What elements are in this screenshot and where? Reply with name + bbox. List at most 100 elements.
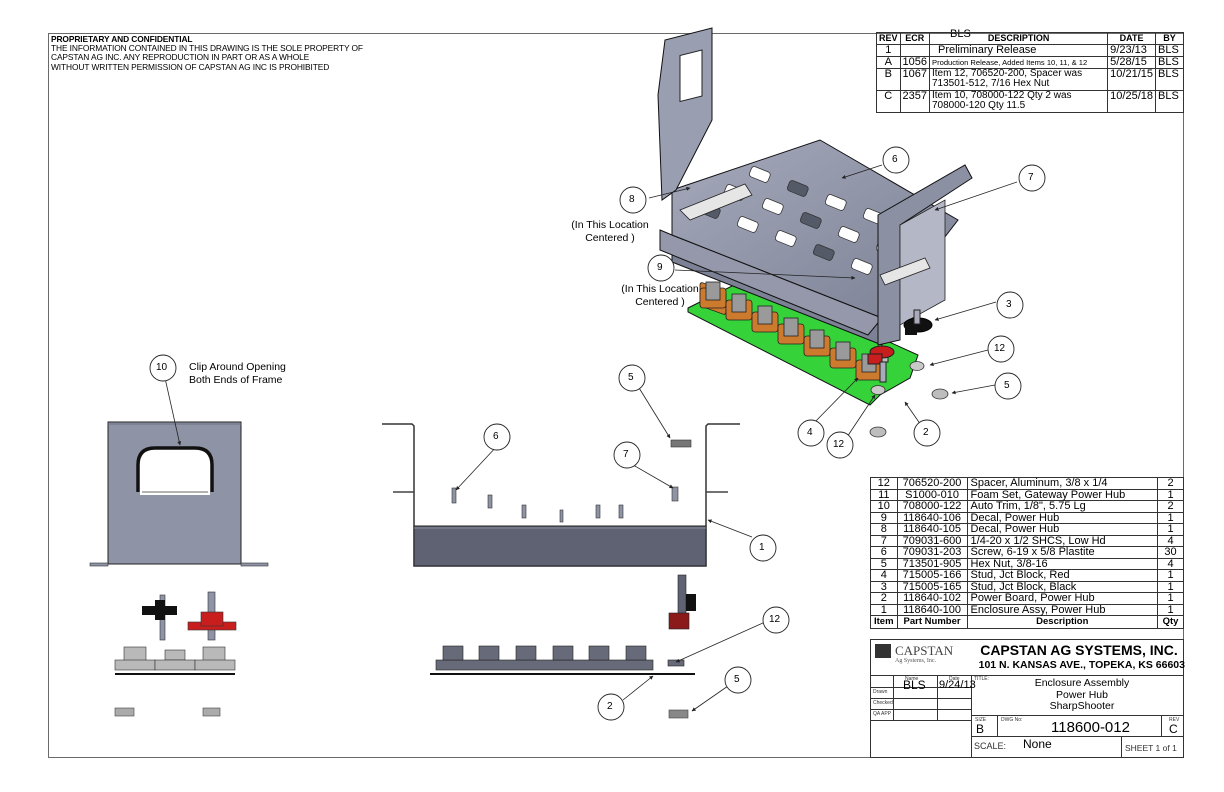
end-view [89,421,269,717]
revision-row: A 1056 Production Release, Added Items 1… [876,56,1184,69]
balloon-label: 6 [493,431,499,442]
bom-qty: 1 [1157,523,1184,536]
balloon-label: 12 [994,343,1006,354]
drawing-rev: C [1169,722,1178,736]
date-label: Date [949,676,960,682]
balloon-label: 2 [607,701,613,712]
bom-qty: 4 [1157,534,1184,547]
bom-item: 1 [870,603,898,616]
balloon-1 [749,534,777,562]
bom-qty: 4 [1157,557,1184,570]
floor-hole [799,212,822,229]
balloon-label: 5 [1004,380,1010,391]
drawing-title: Enclosure Assembly Power Hub SharpShoote… [1034,677,1130,712]
notice-line: THE INFORMATION CONTAINED IN THIS DRAWIN… [51,43,363,54]
bom-qty: 1 [1157,592,1184,605]
bom-description: Foam Set, Gateway Power Hub [966,488,1159,501]
bom-qty: 2 [1157,477,1184,490]
balloon-label: 10 [156,362,168,373]
balloon-label: 2 [923,427,929,438]
logo-name: CAPSTAN [895,643,954,658]
connector-block [725,293,753,321]
bom-item: 10 [870,500,898,513]
floor-hole [812,244,835,261]
balloon-label: 4 [807,427,813,438]
bom-item: 11 [870,488,898,501]
balloon-7-iso [1018,164,1046,192]
balloon-12-iso-a [987,335,1015,363]
clip-note: Clip Around Opening Both Ends of Frame [189,361,286,386]
checked-label: Checked [873,700,893,706]
bom-item: 4 [870,569,898,582]
balloon-10 [149,354,177,382]
bom-qty: 30 [1157,546,1184,559]
bom-description: Stud, Jct Block, Red [966,569,1159,582]
balloon-6-side [483,423,511,451]
decal-9 [879,257,931,286]
rev-label: REV [1169,717,1180,723]
isometric-view [657,27,973,438]
name-label: Name [905,676,919,682]
bom-part-number: 118640-100 [896,603,968,616]
floor-hole [736,216,759,233]
drawn-by: BLS [903,678,926,692]
location-note-8: (In This Location Centered ) [571,219,649,244]
bom-description: Stud, Jct Block, Black [966,580,1159,593]
balloon-label: 1 [759,542,765,553]
bom-item: 3 [870,580,898,593]
connector-block [829,341,857,369]
drawing-border [48,33,1184,758]
balloon-label: 6 [892,154,898,165]
revision-row: 1 Preliminary Release 9/23/13 BLS [876,44,1184,57]
bom-item: 12 [870,477,898,490]
floor-hole [850,258,873,275]
balloon-3 [996,291,1024,319]
bom-description: Enclosure Assy, Power Hub [966,603,1159,616]
balloon-label: 9 [657,262,663,273]
balloon-4 [797,419,825,447]
balloon-label: 12 [769,614,781,625]
bom-part-number: 709031-203 [896,546,968,559]
drawn-label: Drawn [873,689,888,695]
floor-hole [786,180,809,197]
balloon-12-side [762,606,790,634]
balloon-2-side [597,693,625,721]
spacer-12 [870,361,925,395]
floor-hole [761,198,784,215]
dwg-label: DWG No: [1001,717,1023,723]
bom-part-number: 118640-105 [896,523,968,536]
notice-line: WITHOUT WRITTEN PERMISSION OF CAPSTAN AG… [51,61,330,72]
stud-red [867,345,895,383]
bom-item: 6 [870,546,898,559]
location-note-9: (In This Location Centered ) [621,283,699,308]
bom-qty: 1 [1157,603,1184,616]
enclosure-flange [659,229,883,336]
bom-description: Hex Nut, 3/8-16 [966,557,1159,570]
capstan-logo-icon [875,644,891,658]
company-address: 101 N. KANSAS AVE., TOPEKA, KS 66603 [978,659,1185,671]
bom-part-number: S1000-010 [896,488,968,501]
bom-qty: 2 [1157,500,1184,513]
balloon-8 [619,186,647,214]
bom-part-number: 708000-122 [896,500,968,513]
qa-label: QA APP [873,711,892,717]
balloon-label: 12 [833,439,845,450]
notice-line: CAPSTAN AG INC. ANY REPRODUCTION IN PART… [51,52,310,63]
balloon-2-iso [913,419,941,447]
decal-8 [679,183,753,221]
bom-description: 1/4-20 x 1/2 SHCS, Low Hd [966,534,1159,547]
title-label: TITLE: [974,676,990,682]
balloon-5-bottom [724,666,752,694]
logo-sub: Ag Systems, Inc. [895,658,936,664]
bom-item: 8 [870,523,898,536]
